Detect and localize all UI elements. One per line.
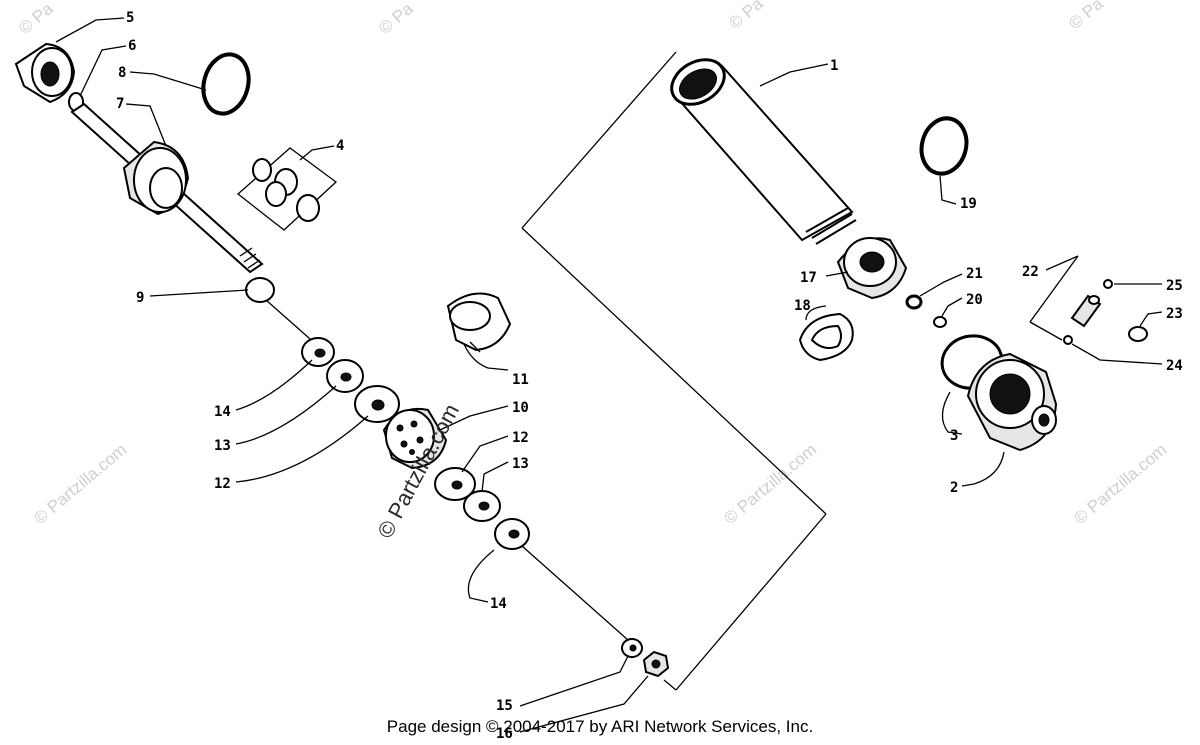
leader-lines bbox=[55, 17, 1163, 733]
watermark: © Partzilla.com bbox=[1070, 440, 1170, 528]
callouts: 5 6 8 7 4 9 14 13 12 11 10 12 13 14 15 1… bbox=[116, 10, 1183, 742]
callout-18: 18 bbox=[794, 298, 811, 314]
callout-3: 3 bbox=[950, 428, 958, 444]
callout-6: 6 bbox=[128, 38, 136, 54]
callout-23: 23 bbox=[1166, 306, 1183, 322]
part-8-o-ring bbox=[201, 52, 251, 116]
part-2-end-cap bbox=[966, 352, 1058, 452]
part-17-gland bbox=[836, 237, 908, 300]
part-9-washer bbox=[245, 277, 275, 303]
rod-thread bbox=[239, 247, 261, 269]
part-24-seal bbox=[1063, 335, 1073, 345]
callout-8: 8 bbox=[118, 65, 126, 81]
part-13-washer-upper bbox=[326, 359, 364, 393]
watermark-fragment: © Pa bbox=[15, 0, 57, 38]
part-22-valve-kit bbox=[1029, 255, 1148, 345]
part-14-washer-upper bbox=[301, 337, 335, 367]
part-10-piston bbox=[382, 408, 448, 470]
watermark: © Partzilla.com bbox=[720, 440, 820, 528]
part-21-o-ring-small bbox=[905, 294, 923, 310]
callout-9: 9 bbox=[136, 290, 144, 306]
callout-17: 17 bbox=[800, 270, 817, 286]
callout-16: 16 bbox=[496, 726, 513, 742]
piston-rod-assembly bbox=[14, 42, 670, 678]
callout-2: 2 bbox=[950, 480, 958, 496]
callout-14-lower: 14 bbox=[490, 596, 507, 612]
callout-14-upper: 14 bbox=[214, 404, 231, 420]
part-12-washer-lower bbox=[434, 467, 476, 501]
part-23-cap bbox=[1128, 326, 1148, 342]
part-16-lock-nut bbox=[642, 650, 670, 678]
part-25-ball bbox=[1103, 279, 1113, 289]
callout-1: 1 bbox=[830, 58, 838, 74]
watermark-fragment: © Pa bbox=[375, 0, 417, 38]
part-20-seal-small bbox=[933, 316, 947, 328]
assembly-axis bbox=[265, 299, 319, 347]
assembly-axis-lower bbox=[521, 545, 629, 641]
callout-15: 15 bbox=[496, 698, 513, 714]
part-7-seal-head bbox=[122, 140, 190, 216]
part-14-washer-lower bbox=[494, 518, 530, 550]
callout-13-upper: 13 bbox=[214, 438, 231, 454]
watermarks: © Pa © Pa © Pa © Pa © Partzilla.com © Pa… bbox=[15, 0, 1170, 528]
callout-25: 25 bbox=[1166, 278, 1183, 294]
part-15-washer bbox=[621, 638, 643, 658]
part-11-wear-band bbox=[446, 292, 512, 353]
callout-7: 7 bbox=[116, 96, 124, 112]
part-5-rod-eye bbox=[14, 42, 76, 104]
part-19-o-ring bbox=[919, 116, 969, 176]
page-footer: Page design © 2004-2017 by ARI Network S… bbox=[387, 717, 813, 736]
assembly-bracket-line bbox=[521, 51, 827, 691]
callout-20: 20 bbox=[966, 292, 983, 308]
callout-12-lower: 12 bbox=[512, 430, 529, 446]
part-1-cylinder-tube bbox=[670, 58, 857, 245]
part-13-washer-lower bbox=[463, 490, 501, 522]
part-4-seal-kit bbox=[236, 147, 338, 231]
part-22-valve-body bbox=[1070, 294, 1102, 328]
callout-11: 11 bbox=[512, 372, 529, 388]
watermark-fragment: © Pa bbox=[1065, 0, 1107, 33]
callout-24: 24 bbox=[1166, 358, 1183, 374]
watermark: © Partzilla.com bbox=[30, 440, 130, 528]
watermark-fragment: © Pa bbox=[725, 0, 767, 33]
callout-13-lower: 13 bbox=[512, 456, 529, 472]
callout-10: 10 bbox=[512, 400, 529, 416]
callout-19: 19 bbox=[960, 196, 977, 212]
callout-5: 5 bbox=[126, 10, 134, 26]
part-12-washer-upper bbox=[354, 385, 400, 423]
callout-12-upper: 12 bbox=[214, 476, 231, 492]
callout-4: 4 bbox=[336, 138, 344, 154]
callout-22: 22 bbox=[1022, 264, 1039, 280]
part-18-snap-ring bbox=[798, 312, 854, 362]
callout-21: 21 bbox=[966, 266, 983, 282]
